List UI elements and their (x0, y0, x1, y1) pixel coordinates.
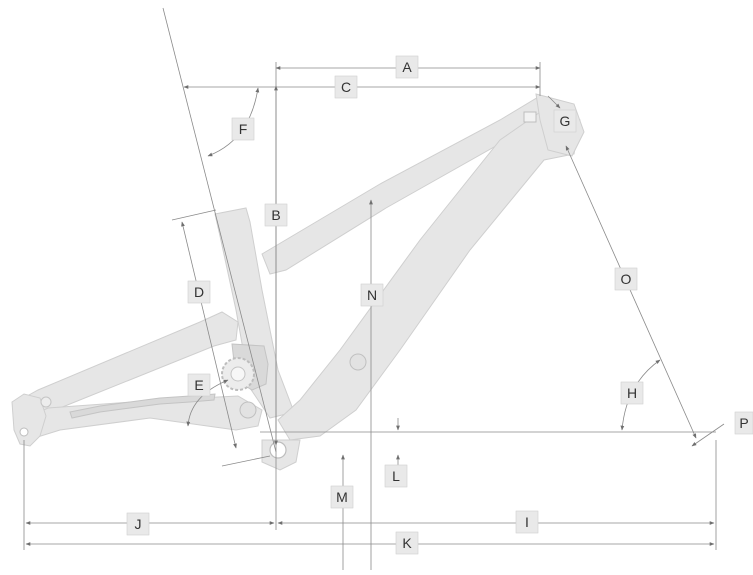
svg-text:H: H (627, 385, 637, 401)
label-i: I (515, 510, 539, 534)
label-f: F (231, 117, 255, 141)
label-e: E (187, 373, 211, 397)
svg-text:I: I (525, 514, 529, 530)
label-o: O (614, 267, 638, 291)
label-j: J (126, 512, 150, 536)
svg-text:J: J (135, 516, 142, 532)
svg-text:E: E (194, 377, 203, 393)
dimension-lines (23, 7, 725, 570)
svg-text:B: B (271, 207, 280, 223)
label-c: C (334, 75, 358, 99)
svg-text:C: C (341, 79, 351, 95)
bottom-bracket-icon (261, 439, 301, 471)
label-h: H (620, 381, 644, 405)
svg-text:K: K (402, 535, 412, 551)
label-k: K (395, 531, 419, 555)
svg-text:P: P (739, 415, 748, 431)
label-d: D (187, 280, 211, 304)
label-n: N (360, 283, 384, 307)
label-b: B (264, 203, 288, 227)
svg-text:M: M (336, 489, 348, 505)
label-p: P (734, 411, 753, 435)
label-l: L (384, 464, 408, 488)
svg-text:G: G (560, 113, 571, 129)
chainring-icon (221, 357, 255, 391)
svg-text:F: F (239, 121, 248, 137)
label-g: G (553, 109, 577, 133)
svg-text:A: A (402, 59, 412, 75)
frame-illustration (11, 93, 585, 471)
svg-text:L: L (392, 468, 400, 484)
svg-text:N: N (367, 287, 377, 303)
dimension-labels: A C F G B D N O E H P L M J I K (126, 55, 753, 555)
svg-text:O: O (621, 271, 632, 287)
label-a: A (395, 55, 419, 79)
svg-text:D: D (194, 284, 204, 300)
label-m: M (330, 485, 354, 509)
